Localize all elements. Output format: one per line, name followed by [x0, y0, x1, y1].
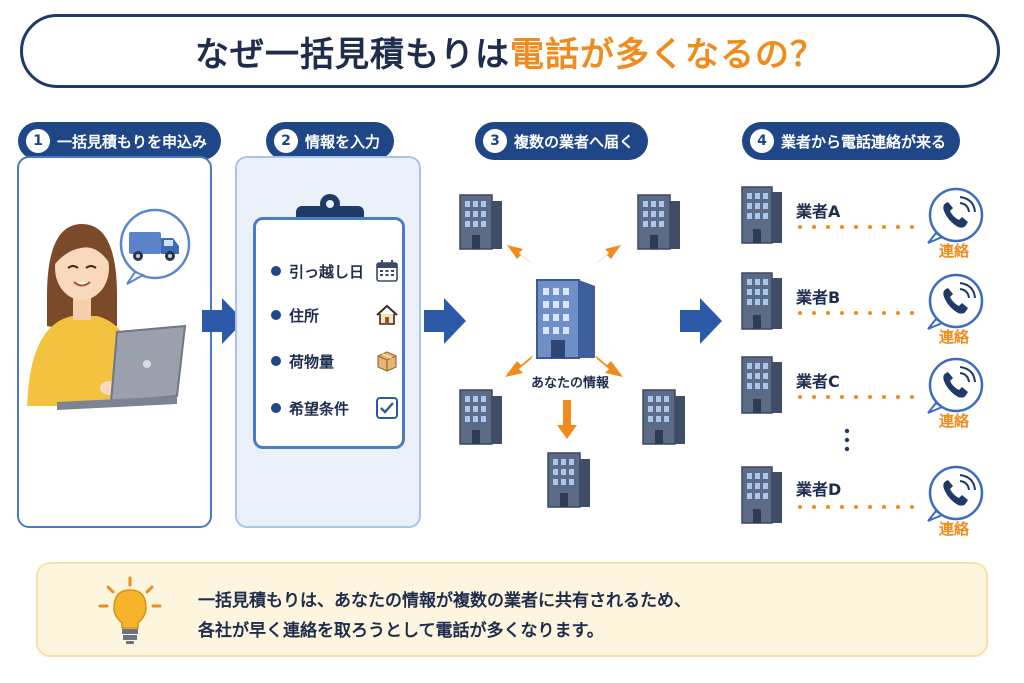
contact-label: 連絡: [938, 242, 969, 260]
bullet-icon: [271, 356, 281, 366]
title-banner: なぜ一括見積もりは電話が多くなるの？: [20, 14, 1000, 88]
your-info-label: あなたの情報: [530, 376, 609, 391]
vendor-building-icon: [547, 452, 591, 508]
vendor-row-d: 業者D 連絡: [740, 470, 990, 540]
person-laptop-illustration: [27, 208, 191, 416]
bullet-icon: [271, 310, 281, 320]
vendor-building-icon: [637, 194, 681, 250]
bullet-icon: [271, 403, 281, 413]
form-item-moving-date: 引っ越し日: [271, 258, 399, 284]
calendar-icon: [376, 260, 398, 282]
orange-arrow-icons: [505, 245, 623, 439]
step-1-number: 1: [26, 129, 50, 153]
step-2-text: 情報を入力: [305, 132, 381, 151]
vendor-building-icon: [459, 194, 503, 250]
form-item-label: 住所: [289, 306, 320, 325]
arrow-right-icon-3: [680, 298, 722, 344]
title-main: なぜ一括見積もりは: [195, 34, 510, 75]
box-icon: [377, 351, 397, 372]
form-item-label: 希望条件: [289, 399, 350, 418]
vendor-building-icon: [459, 389, 503, 445]
lightbulb-icon: [98, 576, 162, 644]
bullet-icon: [271, 266, 281, 276]
vendor-name: 業者A: [796, 202, 841, 221]
contact-label: 連絡: [938, 412, 969, 430]
arrow-right-icon-2: [424, 298, 466, 344]
step-3-label: 3 複数の業者へ届く: [475, 122, 649, 160]
vendor-row-a: 業者A 連絡: [740, 192, 990, 262]
form-item-preferences: 希望条件: [271, 395, 399, 421]
checkbox-icon: [376, 397, 398, 419]
vendor-calls-diagram: [741, 186, 984, 524]
explanation-note: 一括見積もりは、あなたの情報が複数の業者に共有されるため、 各社が早く連絡を取ろ…: [36, 562, 988, 657]
contact-label: 連絡: [938, 328, 969, 346]
dotted-connector-lines: [798, 225, 914, 509]
step-1-label: 1 一括見積もりを申込み: [18, 122, 222, 160]
step-4-number: 4: [750, 129, 774, 153]
contact-label: 連絡: [938, 520, 969, 538]
truck-bubble-icon: [119, 208, 191, 285]
form-item-label: 荷物量: [289, 352, 335, 371]
vertical-ellipsis-icon: [844, 428, 850, 452]
central-building-icon: [536, 279, 595, 359]
form-item-label: 引っ越し日: [289, 262, 365, 281]
vendor-name: 業者B: [796, 288, 841, 307]
vendor-name: 業者C: [796, 372, 840, 391]
house-icon: [376, 304, 398, 325]
vendor-name: 業者D: [796, 480, 842, 499]
step-1-text: 一括見積もりを申込み: [57, 132, 208, 151]
form-clipboard: 引っ越し日 住所 荷物量 希望条件: [253, 217, 405, 449]
vendor-row-b: 業者B 連絡: [740, 278, 990, 348]
clipboard-clip-icon: [296, 194, 364, 226]
note-line-1: 一括見積もりは、あなたの情報が複数の業者に共有されるため、: [198, 591, 691, 611]
step-2-label: 2 情報を入力: [266, 122, 395, 160]
step-2-number: 2: [274, 129, 298, 153]
arrow-right-icon: [202, 298, 244, 344]
step-4-label: 4 業者から電話連絡が来る: [742, 122, 961, 160]
title-accent: 電話が多くなるの？: [510, 34, 825, 75]
step-3-text: 複数の業者へ届く: [514, 132, 635, 151]
page-title: なぜ一括見積もりは電話が多くなるの？: [195, 27, 825, 76]
note-line-2: 各社が早く連絡を取ろうとして電話が多くなります。: [198, 621, 604, 641]
step-4-text: 業者から電話連絡が来る: [781, 132, 947, 151]
distribution-diagram: [459, 194, 685, 508]
step-3-number: 3: [483, 129, 507, 153]
form-item-address: 住所: [271, 302, 399, 328]
form-item-luggage: 荷物量: [271, 348, 399, 374]
vendor-building-icon: [642, 389, 685, 445]
vendor-row-c: 業者C 連絡: [740, 362, 990, 432]
